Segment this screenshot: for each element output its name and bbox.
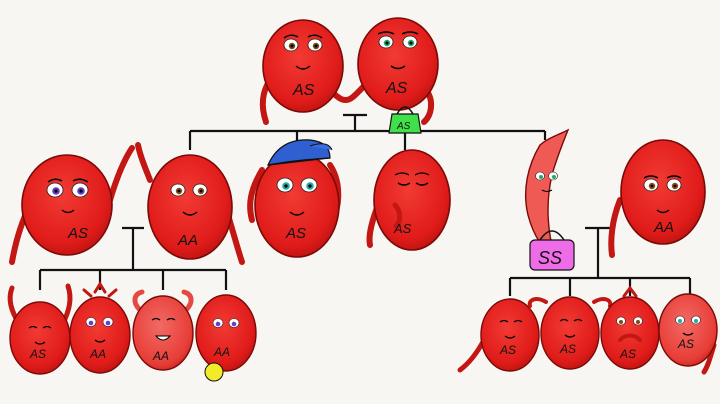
parent-cell-1: AS (259, 19, 348, 125)
left-grandchild-1: AS (7, 283, 73, 375)
child-6-genotype: AA (653, 219, 674, 236)
child-2-genotype: AA (177, 232, 198, 249)
child-cell-4: AS (366, 149, 451, 251)
parent-1-genotype: AS (292, 82, 315, 99)
child-3-genotype: AS (285, 225, 306, 242)
rg4-genotype: AS (677, 337, 694, 351)
lg4-genotype: AA (213, 345, 230, 359)
lg1-genotype: AS (29, 347, 46, 361)
left-grandchild-4: AA (195, 294, 257, 372)
child-4-genotype: AS (393, 221, 412, 236)
green-handbag-icon: AS (388, 106, 422, 134)
child-cell-3: AS (247, 152, 342, 258)
handbag-label: AS (396, 121, 411, 132)
child-cell-1: AS (9, 145, 135, 265)
right-grandchild-2: AS (527, 296, 613, 370)
rg2-genotype: AS (559, 342, 576, 356)
lg3-genotype: AA (152, 349, 169, 363)
child-cell-5-sickle (525, 128, 570, 258)
pink-handbag-icon: SS (529, 230, 575, 271)
child-cell-2: AA (135, 142, 245, 265)
right-grandchild-4: AS (658, 293, 718, 375)
left-grandchild-3: AA (132, 289, 194, 371)
parent-2-genotype: AS (385, 80, 408, 97)
blue-cap-icon (267, 139, 333, 166)
lg2-genotype: AA (89, 347, 106, 361)
parent-cell-2: AS (343, 17, 439, 125)
child-cell-6-spouse: AA (608, 139, 706, 258)
child-5-genotype: SS (538, 248, 562, 268)
child-1-genotype: AS (67, 225, 88, 242)
tree-connectors (38, 113, 692, 296)
right-grandchild-3: AS (600, 285, 660, 370)
left-grandchild-2: AA (69, 281, 131, 374)
yellow-ball-icon (204, 362, 224, 382)
rg3-genotype: AS (619, 347, 636, 361)
right-grandchild-1: AS (457, 298, 540, 373)
rg1-genotype: AS (499, 343, 516, 357)
